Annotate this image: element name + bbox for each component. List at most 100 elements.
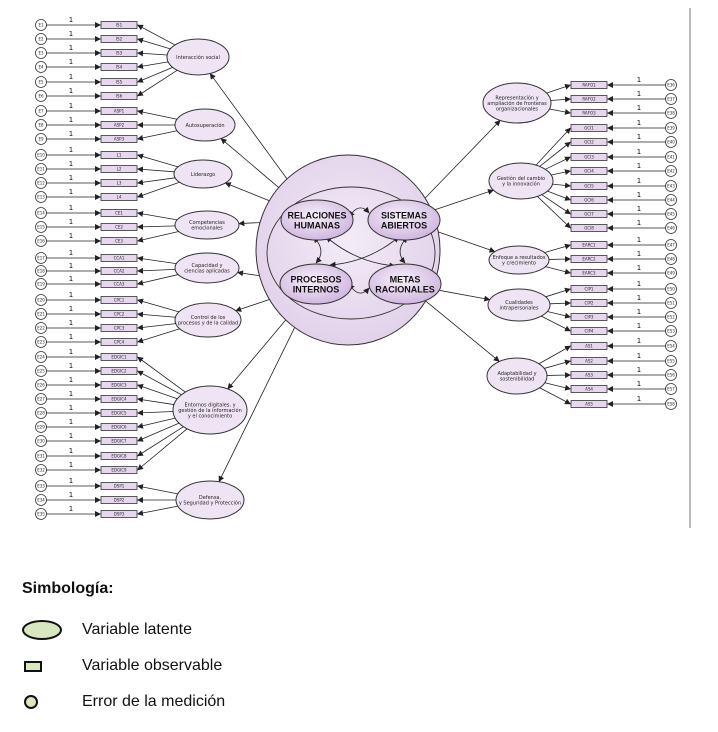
error-label: E58 — [667, 402, 675, 407]
indicator-label: CIP3 — [585, 315, 594, 320]
indicator-label: EARC3 — [582, 271, 596, 276]
indicator-label: AS4 — [585, 387, 593, 392]
indicator-box — [100, 437, 138, 445]
fixed-weight-label: 1 — [69, 249, 73, 257]
error-label: E1 — [38, 23, 44, 28]
indicator-label: AS1 — [585, 344, 593, 349]
error-label: E42 — [667, 169, 675, 174]
indicator-box — [100, 223, 138, 231]
indicator-label: GCI4 — [584, 169, 594, 174]
error-label: E46 — [667, 226, 675, 231]
indicator-box — [100, 135, 138, 143]
error-label: E20 — [37, 298, 45, 303]
indicator-label: DSP2 — [114, 498, 125, 503]
loading-path — [137, 417, 176, 429]
error-label: E22 — [37, 326, 45, 331]
fixed-weight-label: 1 — [69, 44, 73, 52]
factor-label: organizacionales — [496, 106, 538, 112]
indicator-label: AS3 — [585, 373, 593, 378]
factor-label: Liderazgo — [191, 172, 215, 178]
loading-path — [541, 315, 571, 332]
loading-path — [137, 37, 171, 50]
factor-label: Entornos digitales, y — [184, 402, 235, 408]
measurement-error-icon — [24, 695, 38, 709]
loading-path — [544, 359, 571, 369]
indicator-label: EDGIC8 — [111, 454, 127, 459]
error-label: E48 — [667, 257, 675, 262]
loading-path — [538, 345, 571, 365]
error-label: E9 — [38, 137, 44, 142]
factor-label: Representación y — [495, 94, 538, 101]
core-factor — [280, 199, 354, 241]
covariance-ring — [266, 186, 436, 320]
error-label: E38 — [667, 111, 675, 116]
error-label: E27 — [37, 397, 45, 402]
loading-path — [137, 396, 175, 405]
error-label: E51 — [667, 301, 675, 306]
fixed-weight-label: 1 — [69, 432, 73, 440]
loading-path — [137, 61, 169, 70]
loading-path — [137, 409, 174, 416]
indicator-box — [100, 63, 138, 71]
fixed-weight-label: 1 — [69, 461, 73, 469]
indicator-label: L2 — [117, 167, 122, 172]
loading-path — [137, 323, 176, 331]
sem-path-diagram: RELACIONESHUMANASSISTEMASABIERTOSPROCESO… — [35, 8, 691, 528]
error-label: E52 — [667, 315, 675, 320]
error-label: E57 — [667, 387, 675, 392]
indicator-label: ASP1 — [114, 109, 125, 114]
core-factor-label: INTERNOS — [293, 285, 340, 295]
factor-label: Control de los — [191, 315, 226, 321]
fixed-weight-label: 1 — [637, 119, 641, 127]
fixed-weight-label: 1 — [69, 130, 73, 138]
indicator-label: GCI3 — [584, 155, 594, 160]
error-label: E2 — [38, 37, 44, 42]
fixed-weight-label: 1 — [69, 390, 73, 398]
error-label: E31 — [37, 454, 45, 459]
error-label: E32 — [37, 468, 45, 473]
indicator-box — [100, 237, 138, 245]
fixed-weight-label: 1 — [637, 250, 641, 258]
loading-path — [137, 267, 176, 274]
indicator-label: CCA2 — [114, 269, 125, 274]
indicator-box — [100, 35, 138, 43]
indicator-label: RAFO2 — [582, 97, 596, 102]
factor-label: y el conocimiento — [188, 413, 232, 419]
fixed-weight-label: 1 — [69, 305, 73, 313]
fixed-weight-label: 1 — [69, 477, 73, 485]
fixed-weight-label: 1 — [637, 205, 641, 213]
fixed-weight-label: 1 — [69, 376, 73, 384]
indicator-label: EDGIC6 — [111, 425, 127, 430]
fixed-weight-label: 1 — [637, 90, 641, 98]
fixed-weight-label: 1 — [637, 294, 641, 302]
legend-label-observed: Variable observable — [82, 657, 223, 674]
factor-ellipse — [482, 82, 552, 124]
fixed-weight-label: 1 — [637, 264, 641, 272]
fixed-weight-label: 1 — [637, 236, 641, 244]
error-label: E25 — [37, 369, 45, 374]
loading-path — [535, 127, 571, 166]
legend-label-latent: Variable latente — [82, 621, 192, 638]
factor-label: Competencias — [189, 220, 225, 226]
legend-label-error: Error de la medición — [82, 693, 226, 710]
fixed-weight-label: 1 — [69, 348, 73, 356]
fixed-weight-label: 1 — [637, 148, 641, 156]
loading-path — [137, 109, 178, 120]
fixed-weight-label: 1 — [69, 362, 73, 370]
loading-path — [137, 328, 180, 344]
fixed-weight-label: 1 — [637, 395, 641, 403]
fixed-weight-label: 1 — [69, 404, 73, 412]
indicator-label: CIP1 — [585, 287, 594, 292]
covariance-arrow — [329, 236, 400, 268]
core-factor-label: ABIERTOS — [381, 221, 427, 231]
loading-path — [137, 370, 182, 396]
error-label: E14 — [37, 211, 45, 216]
indicator-box — [100, 310, 138, 318]
indicator-label: EDGIC9 — [111, 468, 127, 473]
structural-path — [439, 289, 491, 302]
factor-ellipse — [487, 288, 551, 322]
left-factor-group: Interacción socialIS1E11IS2E21IS3E31IS4E… — [35, 16, 230, 102]
